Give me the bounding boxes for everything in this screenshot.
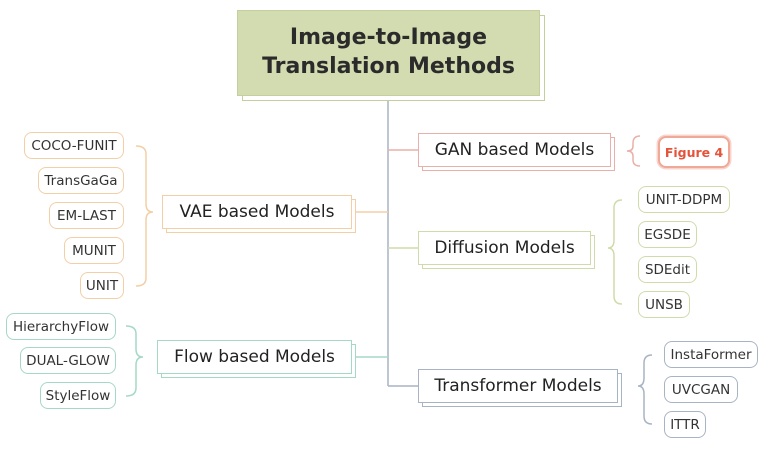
diffusion-method-item: SDEdit <box>638 256 697 283</box>
category-diffusion-label: Diffusion Models <box>434 238 575 258</box>
vae-method-item: EM-LAST <box>49 202 124 229</box>
root-node: Image-to-Image Translation Methods <box>237 10 540 96</box>
category-vae-models: VAE based Models <box>162 195 352 229</box>
flow-method-item: HierarchyFlow <box>6 313 116 340</box>
category-gan-models: GAN based Models <box>418 133 611 167</box>
method-label: HierarchyFlow <box>12 318 110 335</box>
method-label: ITTR <box>670 416 700 433</box>
vae-method-item: MUNIT <box>64 237 124 264</box>
diffusion-method-item: EGSDE <box>638 221 697 248</box>
vae-method-item: TransGaGa <box>38 167 124 194</box>
flow-method-item: StyleFlow <box>40 382 116 409</box>
method-label: COCO-FUNIT <box>31 137 117 154</box>
method-label: SDEdit <box>644 261 691 278</box>
method-label: UNIT-DDPM <box>645 191 723 208</box>
diffusion-method-item: UNSB <box>638 291 690 318</box>
root-title-line2: Translation Methods <box>262 54 515 79</box>
method-label: UVCGAN <box>671 381 731 398</box>
flow-method-item: DUAL-GLOW <box>20 347 116 374</box>
category-gan-label: GAN based Models <box>434 140 595 160</box>
transformer-method-item: ITTR <box>664 411 706 438</box>
vae-method-item: COCO-FUNIT <box>24 132 124 159</box>
diffusion-method-item: UNIT-DDPM <box>638 186 730 213</box>
category-vae-label: VAE based Models <box>179 202 335 222</box>
category-flow-models: Flow based Models <box>157 340 352 374</box>
method-label: EGSDE <box>644 226 691 243</box>
method-label: DUAL-GLOW <box>26 352 110 369</box>
category-transformer-label: Transformer Models <box>434 376 602 396</box>
root-title-line1: Image-to-Image <box>289 25 488 51</box>
method-label: MUNIT <box>72 242 116 259</box>
method-label: InstaFormer <box>670 346 752 363</box>
method-label: TransGaGa <box>44 172 118 189</box>
category-transformer-models: Transformer Models <box>418 369 618 403</box>
vae-method-item: UNIT <box>80 272 124 299</box>
figure-4-label: Figure 4 <box>664 144 724 160</box>
method-label: StyleFlow <box>45 387 111 404</box>
method-label: EM-LAST <box>57 207 116 224</box>
method-label: UNSB <box>645 296 683 313</box>
category-diffusion-models: Diffusion Models <box>418 231 591 265</box>
figure-4-reference[interactable]: Figure 4 <box>658 136 730 168</box>
transformer-method-item: InstaFormer <box>664 341 758 368</box>
category-flow-label: Flow based Models <box>174 347 335 367</box>
transformer-method-item: UVCGAN <box>664 376 738 403</box>
method-label: UNIT <box>85 277 119 294</box>
